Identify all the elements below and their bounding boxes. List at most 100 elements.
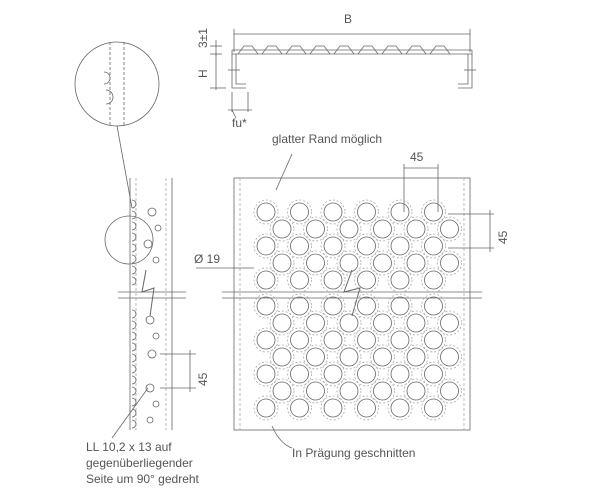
perforation-hole xyxy=(306,219,325,239)
perforation-hole xyxy=(290,398,309,418)
perforation-emboss xyxy=(320,395,346,421)
perforation-emboss xyxy=(354,361,379,387)
perforation-hole xyxy=(390,330,410,350)
perforation-hole xyxy=(357,296,376,316)
perforation-emboss xyxy=(387,293,413,319)
perforation-hole xyxy=(357,330,376,350)
perforation-hole xyxy=(406,253,426,273)
perforation-hole xyxy=(357,364,376,384)
perforation-hole xyxy=(272,347,292,367)
perforation-emboss xyxy=(269,310,295,336)
perforation-emboss xyxy=(253,267,279,293)
perforation-hole xyxy=(440,253,459,273)
perforation-hole xyxy=(390,202,410,222)
side-emboss xyxy=(131,276,137,286)
perforation-hole xyxy=(306,253,325,273)
perforation-emboss xyxy=(269,216,295,242)
perforation-hole xyxy=(306,313,325,333)
perforation-emboss xyxy=(303,310,328,336)
perforation-hole xyxy=(290,296,309,316)
perforation-hole xyxy=(290,330,309,350)
perforation-hole xyxy=(256,202,276,222)
perforation-emboss xyxy=(320,267,346,293)
plate-view xyxy=(196,153,494,449)
perforation-emboss xyxy=(370,310,395,336)
perforation-hole xyxy=(290,364,309,384)
perforation-hole xyxy=(390,398,410,418)
side-emboss xyxy=(131,320,137,330)
side-emboss xyxy=(131,331,137,341)
perforation-hole xyxy=(290,202,309,222)
side-hole xyxy=(143,239,153,249)
perforation-emboss xyxy=(387,327,413,353)
perforation-hole xyxy=(373,253,392,273)
perforation-emboss xyxy=(437,216,462,242)
perforation-emboss xyxy=(437,378,462,404)
side-hole xyxy=(145,315,155,325)
perforation-hole xyxy=(424,364,443,384)
perforation-emboss xyxy=(253,361,279,387)
perforation-hole xyxy=(357,236,376,256)
perforation-hole xyxy=(406,347,426,367)
perforation-hole xyxy=(306,347,325,367)
label-dim-H: H xyxy=(196,69,210,78)
label-dim-45-right: 45 xyxy=(496,230,510,244)
perforation-hole xyxy=(424,236,443,256)
label-dim-B: B xyxy=(344,12,353,26)
label-diameter: Ø 19 xyxy=(194,252,221,266)
label-dim-45-left: 45 xyxy=(196,372,210,386)
perforation-hole xyxy=(339,219,359,239)
perforation-emboss xyxy=(403,216,429,242)
side-emboss xyxy=(131,309,137,319)
perforation-emboss xyxy=(253,293,279,319)
perforation-hole xyxy=(373,313,392,333)
perforation-emboss xyxy=(354,199,379,225)
perforation-emboss xyxy=(354,233,379,259)
perforation-hole xyxy=(440,219,459,239)
label-smooth-edge: glatter Rand möglich xyxy=(272,132,383,146)
perforation-hole xyxy=(390,270,410,290)
perforation-emboss xyxy=(403,250,429,276)
perforation-hole xyxy=(390,364,410,384)
perforation-emboss xyxy=(437,310,462,336)
perforation-emboss xyxy=(421,267,446,293)
side-hole xyxy=(145,383,155,393)
perforation-emboss xyxy=(387,361,413,387)
perforation-emboss xyxy=(336,344,362,370)
perforation-emboss xyxy=(320,327,346,353)
perforation-emboss xyxy=(287,361,312,387)
perforation-hole xyxy=(290,270,309,290)
perforation-emboss xyxy=(253,199,279,225)
side-emboss xyxy=(131,353,137,363)
perforation-hole xyxy=(272,219,292,239)
perforation-emboss xyxy=(370,378,395,404)
perforation-emboss xyxy=(421,293,446,319)
perforation-hole xyxy=(272,253,292,273)
perforation-emboss xyxy=(370,216,395,242)
perforation-emboss xyxy=(303,378,328,404)
side-emboss xyxy=(131,254,137,264)
side-emboss xyxy=(131,210,137,220)
side-emboss xyxy=(131,221,137,231)
perforation-emboss xyxy=(269,378,295,404)
side-hole xyxy=(147,349,157,359)
side-hole xyxy=(146,416,154,424)
perforation-hole xyxy=(357,398,376,418)
perforation-emboss xyxy=(287,293,312,319)
perforation-emboss xyxy=(421,233,446,259)
perforation-emboss xyxy=(354,293,379,319)
perforation-hole xyxy=(440,381,459,401)
perforation-emboss xyxy=(336,378,362,404)
perforation-emboss xyxy=(287,199,312,225)
perforation-hole xyxy=(323,398,343,418)
side-emboss xyxy=(131,243,137,253)
side-emboss xyxy=(131,419,137,429)
perforation-hole xyxy=(373,219,392,239)
perforation-hole xyxy=(323,296,343,316)
perforation-hole xyxy=(373,347,392,367)
perforation-hole xyxy=(390,236,410,256)
perforation-emboss xyxy=(336,250,362,276)
side-hole xyxy=(147,207,157,217)
side-emboss xyxy=(131,364,137,374)
perforation-emboss xyxy=(387,395,413,421)
